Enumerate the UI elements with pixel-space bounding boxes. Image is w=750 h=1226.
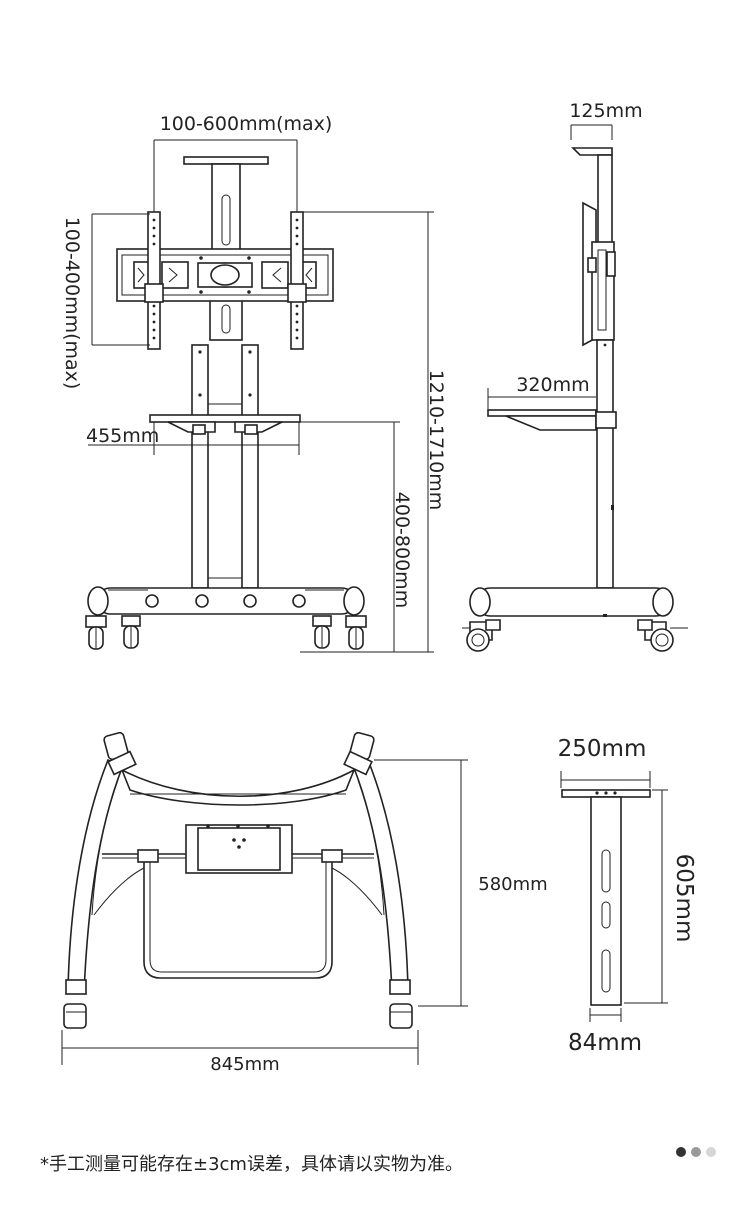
base-width-label: 845mm [210,1054,279,1075]
front-dimension-lines [88,139,434,653]
page-dot-2[interactable] [691,1147,701,1157]
side-shelf-depth-label: 320mm [516,374,589,396]
front-height-label: 100-400mm(max) [61,217,83,390]
shelf-part-bottom-width-label: 84mm [568,1030,642,1056]
front-width-label: 100-600mm(max) [160,113,333,135]
base-depth-label: 580mm [478,874,547,895]
side-top-width-label: 125mm [569,100,642,122]
page-dot-1[interactable] [676,1147,686,1157]
front-view [85,156,367,650]
shelf-height-label: 400-800mm [391,492,413,608]
measurement-disclaimer: *手工测量可能存在±3cm误差，具体请以实物为准。 [40,1154,463,1175]
shelf-width-label: 455mm [86,425,159,447]
side-view [462,124,688,652]
shelf-part-height-label: 605mm [671,854,697,943]
shelf-part-top-width-label: 250mm [558,736,647,762]
page-dot-3[interactable] [706,1147,716,1157]
shelf-part-dimension-lines [560,771,668,1022]
shelf-part [561,789,651,1006]
top-dimension-lines [61,759,468,1065]
pagination-dots [676,1147,716,1157]
total-height-label: 1210-1710mm [425,370,447,511]
top-view [63,731,413,1029]
side-dimension-lines [487,388,596,410]
